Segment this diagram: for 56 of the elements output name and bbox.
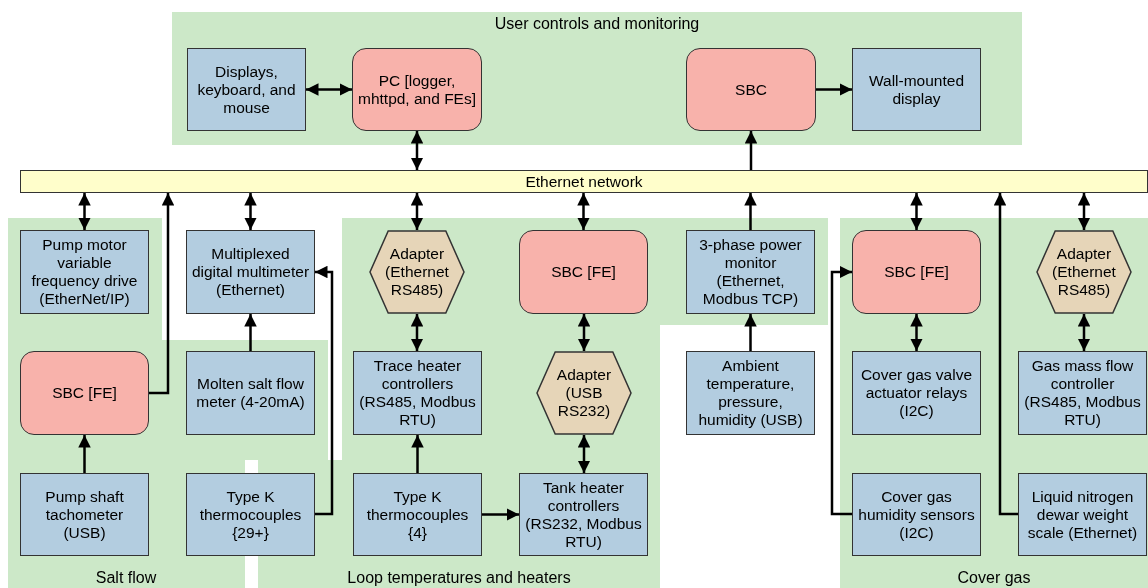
device-box: Cover gas humidity sensors (I2C) [852, 473, 981, 556]
group-heading: Loop temperatures and heaters [347, 569, 571, 587]
device-box: Molten salt flow meter (4-20mA) [186, 351, 315, 435]
computer-box: PC [logger, mhttpd, and FEs] [352, 48, 482, 131]
connector-arrow [78, 193, 91, 230]
connector-arrow [1077, 314, 1091, 351]
connector-arrow [744, 193, 757, 230]
connector-arrow [816, 83, 852, 96]
group-area [840, 218, 1148, 588]
computer-box: SBC [686, 48, 816, 131]
device-box: 3-phase power monitor (Ethernet, Modbus TCP) [686, 230, 815, 314]
connector-arrow [1077, 193, 1091, 230]
device-box: Gas mass flow controller (RS485, Modbus RTU) [1018, 351, 1147, 435]
connector-arrow [411, 435, 424, 473]
device-box: Liquid nitrogen dewar weight scale (Ethernet) [1018, 473, 1147, 556]
network-bar: Ethernet network [20, 170, 1148, 193]
connector-arrow [410, 314, 424, 351]
device-box: Cover gas valve actuator relays (I2C) [852, 351, 981, 435]
device-box: Tank heater controllers (RS232, Modbus RTU) [519, 473, 648, 556]
connector-arrow [410, 193, 424, 230]
group-heading: User controls and monitoring [494, 15, 700, 33]
connector-arrow [315, 265, 334, 516]
device-box: Displays, keyboard, and mouse [187, 48, 306, 131]
connector-arrow [577, 435, 591, 473]
group-heading: Cover gas [957, 569, 1031, 587]
device-box: Trace heater controllers (RS485, Modbus RTU) [353, 351, 482, 435]
connector-arrow [78, 435, 91, 473]
connector-arrow [306, 83, 352, 96]
connector-arrow [244, 314, 257, 351]
adapter-hexagon: Adapter (USB RS232) [536, 351, 632, 435]
connector-arrow [482, 508, 519, 521]
adapter-hexagon: Adapter (Ethernet RS485) [369, 230, 465, 314]
connector-arrow [149, 193, 175, 395]
group-area [172, 12, 1022, 145]
connector-arrow [577, 193, 590, 230]
connector-arrow [830, 265, 852, 516]
device-box: Pump motor variable frequency drive (EtherNet/IP) [20, 230, 149, 314]
connector-arrow [910, 193, 923, 230]
connector-arrow [744, 131, 758, 170]
computer-box: SBC [FE] [519, 230, 648, 314]
computer-box: SBC [FE] [852, 230, 981, 314]
connector-arrow [910, 314, 923, 351]
group-heading: Salt flow [95, 569, 157, 587]
device-box: Type K thermocouples {29+} [186, 473, 315, 556]
device-box: Wall-mounted display [852, 48, 981, 131]
connector-arrow [744, 314, 757, 351]
connector-arrow [410, 131, 424, 170]
device-box: Pump shaft tachometer (USB) [20, 473, 149, 556]
device-box: Type K thermocouples {4} [353, 473, 482, 556]
device-box: Ambient temperature, pressure, humidity (USB) [686, 351, 815, 435]
connector-arrow [244, 193, 257, 230]
adapter-hexagon: Adapter (Ethernet RS485) [1036, 230, 1132, 314]
connector-arrow [577, 314, 591, 351]
device-box: Multiplexed digital multimeter (Ethernet) [186, 230, 315, 314]
computer-box: SBC [FE] [20, 351, 149, 435]
connector-arrow [993, 193, 1018, 516]
